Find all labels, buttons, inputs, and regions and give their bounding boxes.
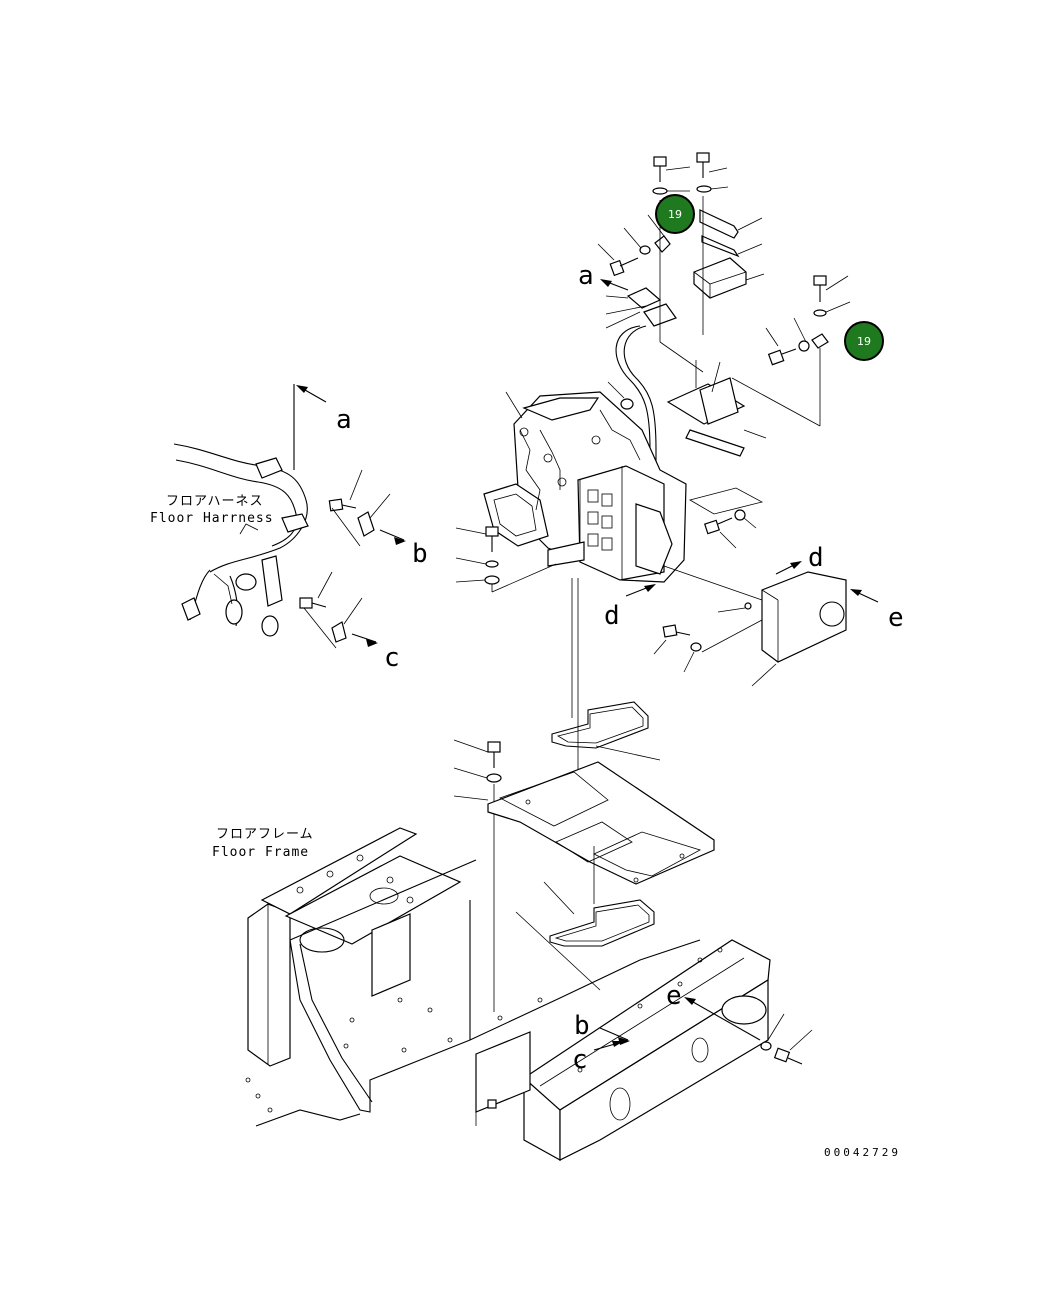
bolt-cover [653, 624, 691, 655]
bolt-small-a [597, 243, 639, 277]
bolt-plate [453, 739, 501, 768]
callout-e-bottom: e [666, 981, 682, 1011]
upper-bolt-left [653, 156, 691, 182]
gasket-upper [551, 701, 661, 761]
bolt-right-badge [813, 275, 849, 302]
drawing-number: 00042729 [824, 1146, 901, 1159]
callout-c-left: c [384, 643, 400, 673]
callout-c-bottom: c [572, 1045, 588, 1075]
floor-frame [245, 827, 771, 1162]
clamp-b [328, 469, 391, 547]
floor-harness-label-jp: フロアハーネス [166, 494, 263, 509]
floor-frame-label-en: Floor Frame [212, 845, 309, 860]
badge-19-right: 19 [844, 321, 884, 361]
callout-e-right: e [888, 603, 904, 633]
floor-harness-label-en: Floor Harrness [150, 511, 274, 526]
bolt-left-unit [455, 526, 499, 552]
callout-a-top: a [578, 261, 594, 291]
callout-a-left: a [336, 405, 352, 435]
badge-19-top-label: 19 [668, 208, 682, 221]
callout-d-right: d [808, 543, 824, 573]
gasket-lower [543, 846, 655, 947]
cover-panel [663, 565, 847, 687]
badge-19-right-label: 19 [857, 335, 871, 348]
hvac-unit [483, 381, 687, 583]
floor-frame-label-jp: フロアフレーム [216, 827, 314, 842]
callout-d-left: d [604, 601, 620, 631]
bolt-right-unit [703, 517, 737, 549]
bolt-bottom-right [760, 1013, 813, 1065]
badge-19-top: 19 [655, 194, 695, 234]
clamp-c [299, 571, 363, 649]
bolt-horizontal-right [767, 348, 797, 366]
callout-b-bottom: b [574, 1011, 590, 1041]
callout-b-left: b [412, 539, 428, 569]
upper-bolt-right [696, 152, 728, 178]
floor-plate [487, 761, 715, 885]
floor-harness [173, 384, 309, 637]
